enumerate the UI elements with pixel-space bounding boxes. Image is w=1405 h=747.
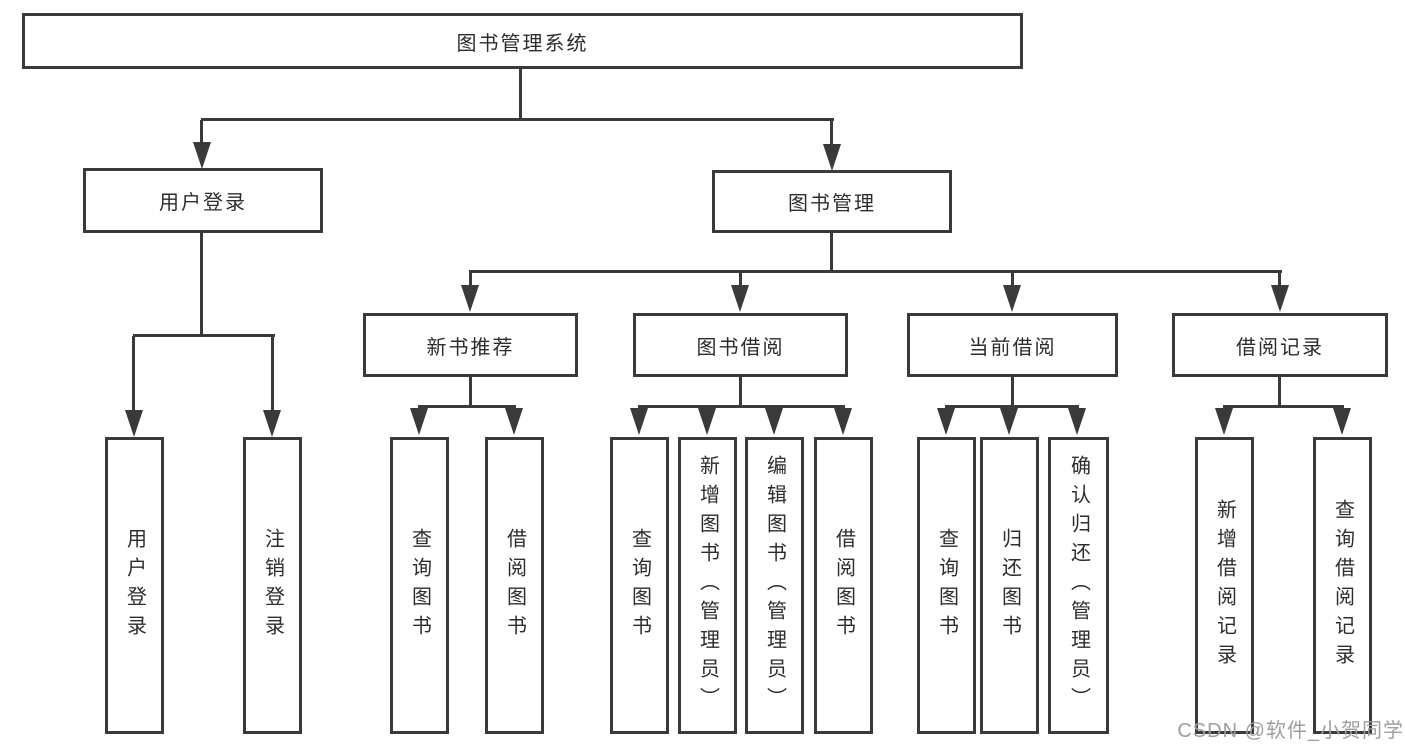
connector-book-mgmt-stem [830,230,833,273]
leaf-newbook-borrow-label: 借阅图书 [503,527,526,644]
leaf-borrow-query-label: 查询图书 [628,527,651,644]
leaf-record-add-label: 新增借阅记录 [1213,498,1236,673]
connector-newbook-bar [418,405,516,408]
connector-newbook-drop [469,272,472,286]
connector-level3-bar [469,270,1282,273]
connector-borrowrecord-drop [1278,272,1281,286]
connector-book-mgmt-drop [830,120,833,145]
connector-root-stem [519,66,522,121]
arrow-to-leaf-borrow-add [698,408,716,435]
node-borrow-record: 借阅记录 [1172,313,1388,377]
leaf-borrow-book: 借阅图书 [814,437,873,734]
node-book-management: 图书管理 [712,170,952,233]
connector-borrowrecord-stem [1278,375,1281,408]
arrow-to-current-borrow [1003,285,1021,312]
leaf-borrow-add-admin-label: 新增图书（管理员） [696,455,719,716]
leaf-logout-label: 注销登录 [261,527,284,644]
leaf-record-query-label: 查询借阅记录 [1331,498,1354,673]
arrow-to-borrow-record [1271,285,1289,312]
arrow-to-leaf-borrow-book [834,408,852,435]
leaf-newbook-borrow: 借阅图书 [485,437,544,734]
arrow-to-leaf-return-book [1000,408,1018,435]
leaf-confirm-return-admin: 确认归还（管理员） [1048,437,1109,734]
connector-currentborrow-bar [945,405,1079,408]
connector-borrowrecord-bar [1223,405,1344,408]
connector-currentborrow-drop [1011,272,1014,286]
leaf-user-login-label: 用户登录 [123,527,146,644]
arrow-to-book-mgmt [823,144,841,171]
arrow-to-leaf-user-login [125,410,143,437]
leaf-logout: 注销登录 [243,437,302,734]
leaf-borrow-add-admin: 新增图书（管理员） [678,437,737,734]
leaf-borrow-book-label: 借阅图书 [832,527,855,644]
connector-user-login-stem [200,230,203,337]
connector-level2-bar [201,118,834,121]
leaf-borrow-edit-admin: 编辑图书（管理员） [745,437,804,734]
connector-currentborrow-stem [1011,375,1014,408]
arrow-to-leaf-record-add [1215,408,1233,435]
node-user-login-label: 用户登录 [159,192,247,214]
node-book-borrow-label: 图书借阅 [696,336,785,359]
leaf-record-add: 新增借阅记录 [1195,437,1254,734]
arrow-to-leaf-borrow-edit [765,408,783,435]
arrow-to-leaf-newbook-query [410,408,428,435]
connector-user-login-leaf1-drop [132,336,135,411]
node-current-borrow: 当前借阅 [907,313,1118,377]
node-borrow-record-label: 借阅记录 [1236,336,1324,359]
arrow-to-leaf-newbook-borrow [505,408,523,435]
connector-user-login-bar [133,334,275,337]
node-book-management-label: 图书管理 [788,193,876,215]
arrow-to-book-borrow [731,285,749,312]
arrow-to-leaf-borrow-query [630,408,648,435]
connector-bookborrow-bar [638,405,845,408]
node-new-book-recommend-label: 新书推荐 [426,336,515,359]
arrow-to-user-login [193,142,211,169]
connector-newbook-stem [469,375,472,408]
node-root-label: 图书管理系统 [456,32,589,55]
leaf-borrow-edit-admin-label: 编辑图书（管理员） [763,455,786,716]
leaf-current-query-label: 查询图书 [935,527,958,644]
leaf-newbook-query-label: 查询图书 [408,527,431,644]
node-new-book-recommend: 新书推荐 [363,313,578,377]
node-book-borrow: 图书借阅 [633,313,848,377]
connector-bookborrow-stem [739,375,742,408]
leaf-confirm-return-admin-label: 确认归还（管理员） [1067,455,1090,716]
leaf-user-login: 用户登录 [105,437,164,734]
leaf-newbook-query: 查询图书 [390,437,449,734]
leaf-borrow-query: 查询图书 [610,437,669,734]
arrow-to-leaf-confirm-return [1068,408,1086,435]
arrow-to-leaf-logout [263,410,281,437]
connector-user-login-leaf2-drop [271,336,274,411]
leaf-return-book-label: 归还图书 [998,527,1021,644]
node-root: 图书管理系统 [22,13,1023,69]
leaf-current-query: 查询图书 [917,437,976,734]
connector-bookborrow-drop [739,272,742,286]
arrow-to-leaf-current-query [937,408,955,435]
connector-user-login-drop [200,120,203,144]
node-user-login: 用户登录 [83,168,323,233]
csdn-watermark: CSDN @软件_小贺同学 [1177,720,1404,742]
leaf-return-book: 归还图书 [980,437,1039,734]
node-current-borrow-label: 当前借阅 [968,336,1057,359]
arrow-to-new-book [461,285,479,312]
arrow-to-leaf-record-query [1333,408,1351,435]
leaf-record-query: 查询借阅记录 [1313,437,1372,734]
